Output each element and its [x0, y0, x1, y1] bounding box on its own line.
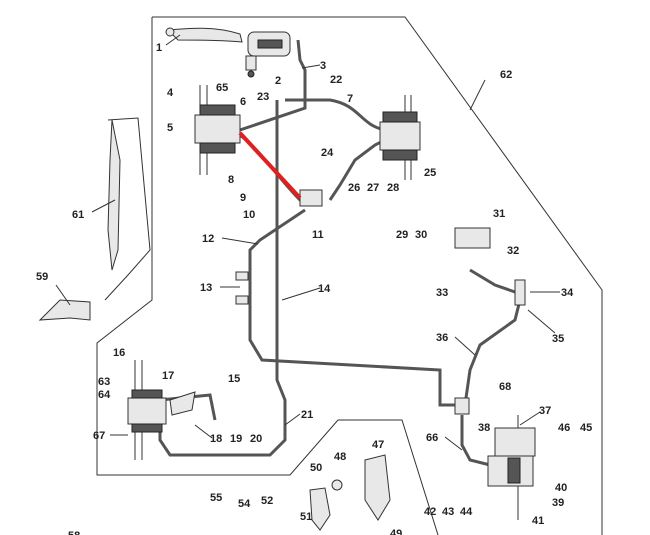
callout-58: 58: [68, 530, 80, 535]
callout-33: 33: [436, 287, 448, 299]
leader-lines: [55, 34, 560, 451]
highlighted-brake-line: [238, 131, 302, 200]
callout-23: 23: [257, 91, 269, 103]
caliper-front-right: [379, 95, 421, 180]
caliper-rear-right: [487, 415, 536, 520]
callout-26: 26: [348, 182, 360, 194]
cable-61: [107, 119, 121, 271]
callout-34: 34: [561, 287, 574, 299]
callout-12: 12: [202, 233, 214, 245]
callout-49: 49: [390, 528, 402, 535]
callout-50: 50: [310, 462, 322, 474]
callout-65: 65: [216, 82, 228, 94]
callout-32: 32: [507, 245, 519, 257]
callout-45: 45: [580, 422, 592, 434]
clamp-13b: [235, 295, 249, 305]
callout-41: 41: [532, 515, 544, 527]
callout-14: 14: [318, 283, 331, 295]
brake-lines: [158, 39, 522, 467]
callout-55: 55: [210, 492, 222, 504]
assembly-frame-left: [96, 17, 439, 535]
junction-block-rear: [454, 397, 470, 415]
callout-7: 7: [347, 93, 353, 105]
callout-25: 25: [424, 167, 436, 179]
callout-6: 6: [240, 96, 246, 108]
callout-16: 16: [113, 347, 125, 359]
linkage-51: [309, 487, 331, 531]
callout-30: 30: [415, 229, 427, 241]
reservoir: [454, 227, 491, 249]
callout-47: 47: [372, 439, 384, 451]
callout-17: 17: [162, 370, 174, 382]
bracket-49: [364, 454, 391, 521]
callout-36: 36: [436, 332, 448, 344]
callout-20: 20: [250, 433, 262, 445]
callout-59: 59: [36, 271, 48, 283]
callout-19: 19: [230, 433, 242, 445]
callout-2: 2: [275, 75, 281, 87]
callout-44: 44: [460, 506, 473, 518]
callout-43: 43: [442, 506, 454, 518]
callout-21: 21: [301, 409, 313, 421]
callout-37: 37: [539, 405, 551, 417]
callout-3: 3: [320, 60, 326, 72]
callout-4: 4: [167, 87, 174, 99]
callout-51: 51: [300, 511, 312, 523]
callout-1: 1: [156, 42, 162, 54]
pedal-59: [38, 299, 91, 321]
callout-54: 54: [238, 498, 251, 510]
callout-29: 29: [396, 229, 408, 241]
callout-18: 18: [210, 433, 222, 445]
callout-5: 5: [167, 122, 173, 134]
junction-block: [299, 189, 323, 207]
callout-40: 40: [555, 482, 567, 494]
callout-24: 24: [321, 147, 334, 159]
nut-50: [331, 479, 343, 491]
callout-66: 66: [426, 432, 438, 444]
callout-61: 61: [72, 209, 84, 221]
callout-22: 22: [330, 74, 342, 86]
callout-10: 10: [243, 209, 255, 221]
callout-39: 39: [552, 497, 564, 509]
callout-48: 48: [334, 451, 346, 463]
callout-52: 52: [261, 495, 273, 507]
caliper-front-left: [194, 85, 241, 175]
callout-38: 38: [478, 422, 490, 434]
callout-46: 46: [558, 422, 570, 434]
callout-35: 35: [552, 333, 564, 345]
brake-switch: [514, 279, 526, 306]
callout-27: 27: [367, 182, 379, 194]
assembly-frame: [152, 16, 603, 535]
callout-62: 62: [500, 69, 512, 81]
callout-9: 9: [240, 192, 246, 204]
brake-lever: [165, 27, 291, 78]
callout-31: 31: [493, 208, 505, 220]
callout-15: 15: [228, 373, 240, 385]
callout-64: 64: [98, 389, 111, 401]
callout-42: 42: [424, 506, 436, 518]
callout-28: 28: [387, 182, 399, 194]
callout-67: 67: [93, 430, 105, 442]
callout-labels: 1 2 3 4 65 5 6 23 22 7 62 8 9 10 11 24 2…: [36, 42, 592, 535]
callout-13: 13: [200, 282, 212, 294]
callout-68: 68: [499, 381, 511, 393]
callout-8: 8: [228, 174, 234, 186]
callout-63: 63: [98, 376, 110, 388]
clamp-13a: [235, 271, 249, 281]
sub-frame-61: [104, 117, 151, 301]
caliper-rear-left: [127, 360, 196, 460]
callout-11: 11: [312, 229, 324, 241]
